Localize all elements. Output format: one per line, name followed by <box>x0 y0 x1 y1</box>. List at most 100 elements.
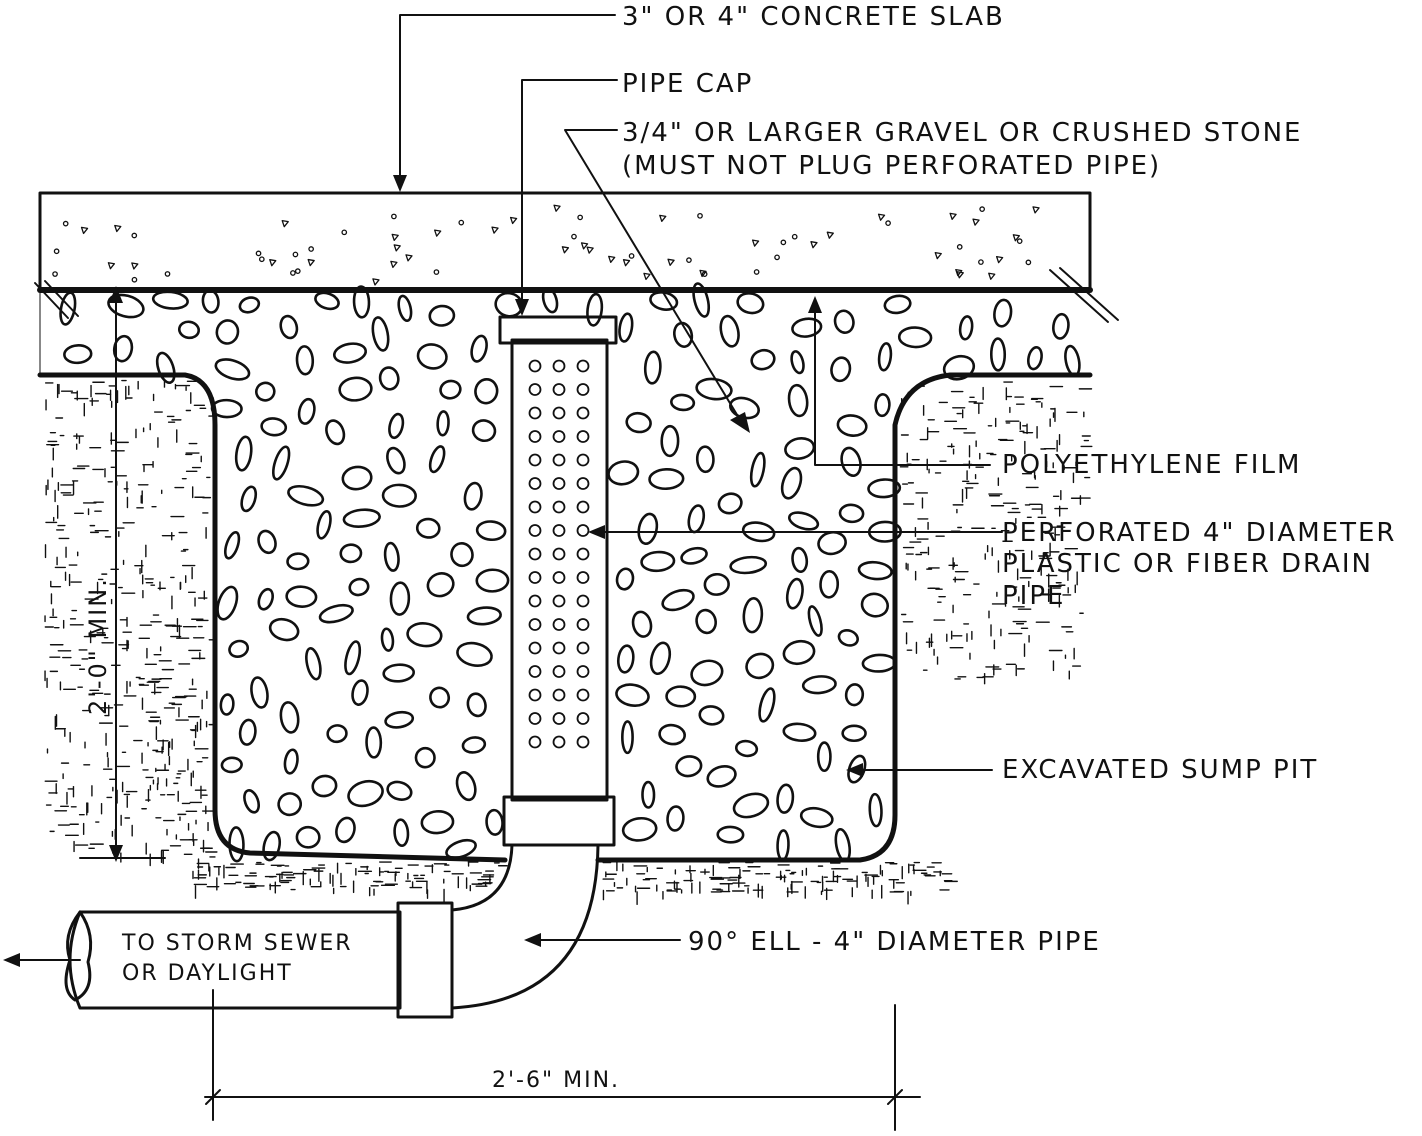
pipe-coupling <box>502 795 616 847</box>
gravel-stone <box>844 683 865 707</box>
perforation-hole <box>552 406 566 420</box>
gravel-stone <box>177 320 201 340</box>
gravel-stone <box>877 342 893 372</box>
perforation-hole <box>552 524 566 537</box>
label-depth-dim: 2'-0" MIN. <box>84 577 112 715</box>
perforation-hole <box>552 500 566 514</box>
gravel-stone <box>791 317 823 338</box>
gravel-stone <box>631 610 653 638</box>
perforation-hole <box>576 618 590 631</box>
gravel-stone <box>807 605 823 637</box>
slab-speck <box>1032 206 1040 214</box>
gravel-stone <box>63 344 93 365</box>
gravel-stone <box>690 659 724 687</box>
slab-speck <box>826 231 834 239</box>
gravel-stone <box>687 504 706 534</box>
slab-speck <box>53 248 60 255</box>
gravel-stone <box>586 292 604 327</box>
gravel-stone <box>615 567 635 591</box>
slab-speck <box>131 276 138 283</box>
slab-speck <box>107 262 116 270</box>
gravel-stone <box>260 417 288 437</box>
gravel-stone <box>732 792 770 819</box>
outlet-pipe <box>64 910 402 1010</box>
gravel-stone <box>675 755 703 778</box>
slab-speck <box>258 256 265 263</box>
gravel-stone <box>255 381 276 402</box>
gravel-stone <box>450 542 474 568</box>
gravel-stone <box>201 289 220 314</box>
gravel-stone <box>840 446 862 477</box>
gravel-stone <box>703 572 730 596</box>
gravel-stone <box>758 687 776 723</box>
slab-speck <box>751 239 760 247</box>
gravel-stone <box>279 701 300 734</box>
slab-speck <box>571 233 577 240</box>
perforation-hole <box>528 453 542 467</box>
gravel-stone <box>107 293 145 319</box>
slab-speck <box>80 226 89 235</box>
gravel-stone <box>386 780 413 801</box>
slab-speck <box>52 271 58 277</box>
slab-speck <box>667 258 675 266</box>
slab-speck <box>341 229 348 236</box>
gravel-stone <box>257 587 274 611</box>
gravel-stone <box>838 503 865 524</box>
slab-speck <box>561 246 570 254</box>
gravel-stone <box>787 511 820 531</box>
slab-speck <box>972 218 980 226</box>
gravel-stone <box>625 411 652 434</box>
gravel-stone <box>223 530 241 560</box>
gravel-stone <box>618 312 634 343</box>
gravel-stone <box>219 693 235 716</box>
slab-speck <box>701 271 708 278</box>
gravel-stone <box>817 530 847 556</box>
perforation-hole <box>552 571 566 584</box>
slab-speck <box>393 244 401 252</box>
perforation-hole <box>576 688 590 702</box>
gravel-stone <box>228 639 250 659</box>
slab-speck <box>949 212 957 220</box>
slab-speck <box>433 269 440 275</box>
gravel-stone <box>352 285 371 319</box>
label-perforated-line1: PERFORATED 4" DIAMETER <box>1002 518 1396 548</box>
gravel-stone <box>719 314 740 348</box>
perforation-hole <box>528 500 542 514</box>
slab-speck <box>390 260 398 269</box>
gravel-stone <box>271 445 291 481</box>
gravel-stone <box>742 597 764 634</box>
gravel-stone <box>607 460 640 486</box>
gravel-stone <box>643 350 662 385</box>
gravel-stone <box>262 830 282 862</box>
gravel-stone <box>790 350 805 375</box>
gravel-stone <box>386 446 406 475</box>
gravel-stone <box>382 663 416 683</box>
perforation-hole <box>528 477 542 490</box>
slab-speck <box>164 271 171 277</box>
gravel-stone <box>942 354 976 381</box>
gravel-stone <box>541 287 559 314</box>
gravel-stone <box>428 304 456 327</box>
perforation-hole <box>576 547 590 561</box>
width-dimension <box>204 989 921 1131</box>
gravel-stone <box>641 780 656 809</box>
label-pipe-cap: PIPE CAP <box>622 69 753 99</box>
gravel-stone <box>816 741 832 773</box>
gravel-stone <box>344 640 362 676</box>
gravel-stone <box>989 337 1007 372</box>
gravel-stone <box>155 351 176 385</box>
perforation-hole <box>576 735 590 749</box>
perforation-hole <box>552 594 566 608</box>
gravel-stone <box>466 692 487 718</box>
gravel-stone <box>475 568 510 593</box>
gravel-stone <box>297 397 316 425</box>
perforation-hole <box>552 665 566 678</box>
slab-speck <box>458 219 465 226</box>
gravel-stone <box>439 379 462 400</box>
gravel-stone <box>347 779 384 808</box>
gravel-stone <box>861 653 897 673</box>
perforation-hole <box>528 594 542 608</box>
gravel-stone <box>305 646 322 681</box>
gravel-stone <box>326 724 348 744</box>
slab-speck <box>586 246 594 254</box>
